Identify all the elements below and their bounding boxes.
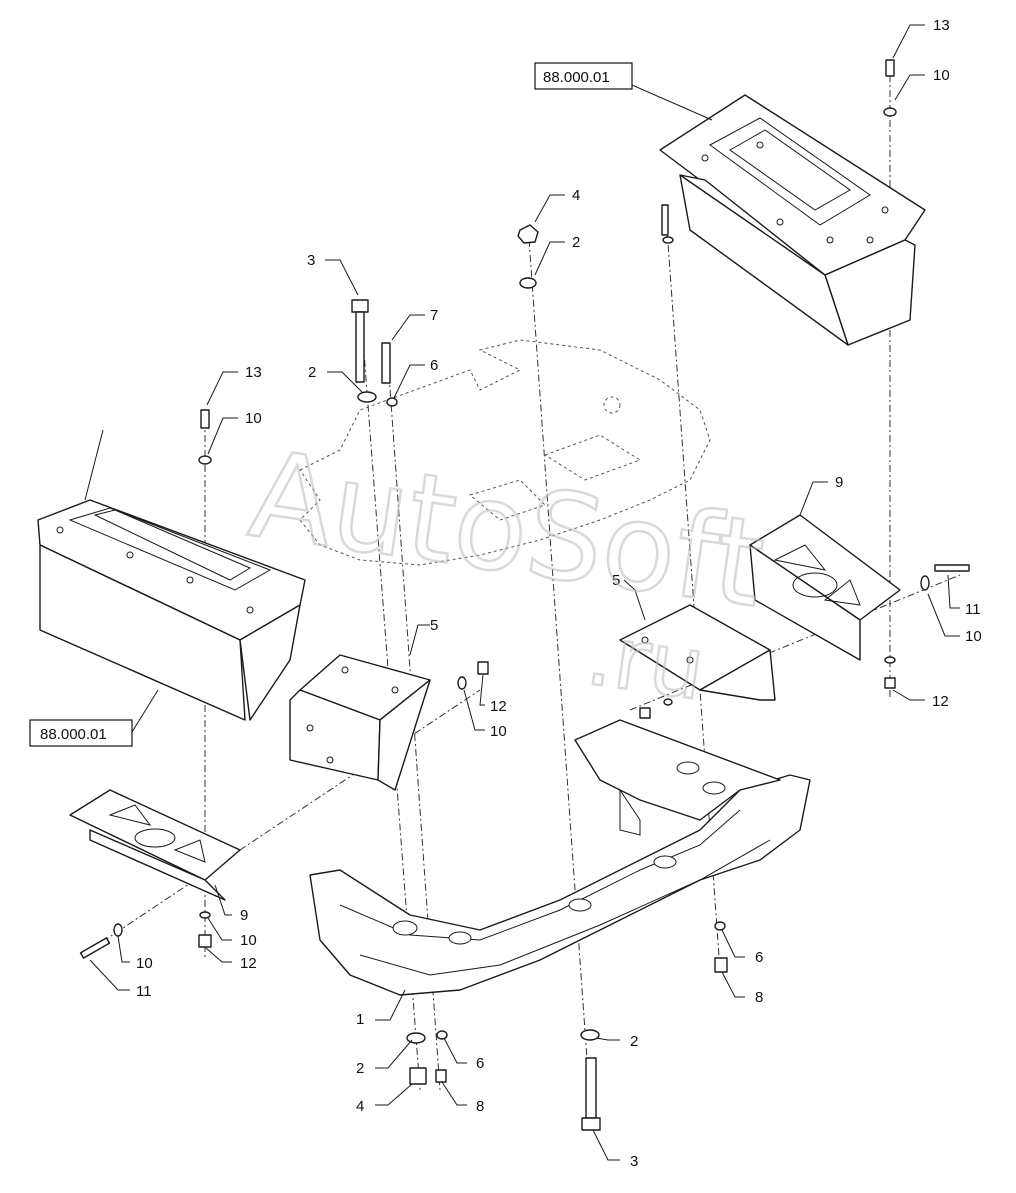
callout-8-bottom: 8: [476, 1098, 484, 1115]
battery-box-right: [659, 94, 926, 346]
callout-3-top: 3: [307, 252, 315, 269]
callout-10-left: 10: [245, 410, 262, 427]
callout-4-bottom: 4: [356, 1098, 364, 1115]
reference-label-top-right: 88.000.01: [543, 69, 610, 86]
callout-numbers: 13 10 4 2 3 7 2 6 13 10 9 5 11 10 12 5 1…: [136, 17, 982, 1170]
callout-2-bottom-left: 2: [356, 1060, 364, 1077]
fasteners: [79, 59, 970, 1131]
callout-6-bottom: 6: [476, 1055, 484, 1072]
callout-5-right: 5: [612, 572, 620, 589]
callout-11-left: 11: [136, 983, 152, 1000]
callout-3-bottom: 3: [630, 1153, 638, 1170]
axle-beam: [309, 719, 811, 996]
callout-10-lower: 10: [240, 932, 257, 949]
reference-box-left[interactable]: 88.000.01: [29, 719, 133, 747]
support-right: [749, 514, 901, 661]
callout-9-left: 9: [240, 907, 248, 924]
callout-10-top: 10: [933, 67, 950, 84]
reference-label-left: 88.000.01: [40, 726, 107, 743]
support-left: [69, 789, 241, 901]
callout-2-top: 2: [572, 234, 580, 251]
reference-box-top-right[interactable]: 88.000.01: [534, 62, 633, 90]
callout-10-mid: 10: [490, 723, 507, 740]
callout-2-bottom: 2: [630, 1033, 638, 1050]
ghost-frame-plate: [299, 339, 711, 566]
bracket-left: [289, 654, 431, 791]
callout-10-bolt: 10: [136, 955, 153, 972]
watermark-line1: AutoSoft: [242, 425, 772, 634]
callout-10-right: 10: [965, 628, 982, 645]
watermark-line2: .ru: [581, 605, 711, 720]
callout-12-mid: 12: [490, 698, 507, 715]
callout-13-top: 13: [933, 17, 950, 34]
callout-5-mid: 5: [430, 617, 438, 634]
callout-1: 1: [356, 1011, 364, 1028]
callout-9-right: 9: [835, 474, 843, 491]
bracket-right: [619, 604, 776, 701]
callout-11-right: 11: [965, 601, 981, 618]
callout-4-top: 4: [572, 187, 580, 204]
leader-lines: [89, 24, 960, 1161]
callout-2-left: 2: [308, 364, 316, 381]
callout-13-left: 13: [245, 364, 262, 381]
callout-7: 7: [430, 307, 438, 324]
callout-12-lower: 12: [240, 955, 257, 972]
callout-8-right: 8: [755, 989, 763, 1006]
callout-6-left: 6: [430, 357, 438, 374]
callout-6-right: 6: [755, 949, 763, 966]
battery-box-left: [37, 429, 306, 721]
callout-12-right: 12: [932, 693, 949, 710]
